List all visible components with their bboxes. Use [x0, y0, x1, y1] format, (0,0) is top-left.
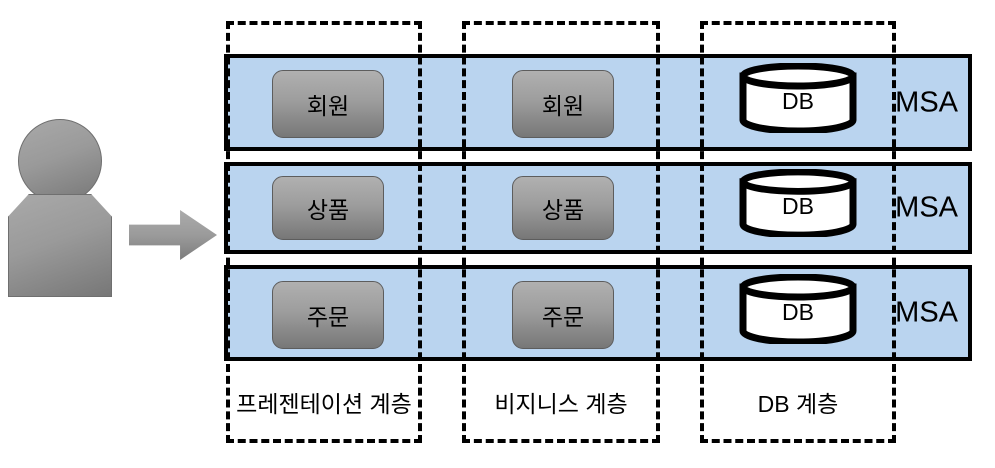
database-label: DB: [782, 193, 814, 219]
business-service-box[interactable]: 주문: [512, 281, 614, 349]
layer-caption-business: 비지니스 계층: [494, 391, 628, 417]
user-body-icon: [8, 194, 112, 297]
database-label: DB: [782, 299, 814, 325]
database-cylinder-icon: DB: [738, 274, 858, 344]
business-service-box[interactable]: 회원: [512, 70, 614, 138]
database-cylinder-icon: DB: [738, 169, 858, 237]
msa-label: MSA: [895, 191, 958, 224]
layer-caption-db: DB 계층: [757, 391, 839, 417]
presentation-service-box[interactable]: 상품: [272, 176, 384, 240]
msa-label: MSA: [895, 296, 958, 329]
presentation-service-box[interactable]: 주문: [272, 281, 384, 349]
msa-label: MSA: [895, 86, 958, 118]
database-cylinder-icon: DB: [738, 63, 858, 133]
layer-caption-presentation: 프레젠테이션 계층: [236, 391, 412, 417]
msa-row: 주문 주문 DB MSA: [224, 265, 972, 361]
presentation-service-box[interactable]: 회원: [272, 70, 384, 138]
msa-row: 상품 상품 DB MSA: [224, 162, 972, 254]
msa-row: 회원 회원 DB MSA: [224, 54, 972, 151]
database-label: DB: [782, 88, 814, 114]
business-service-box[interactable]: 상품: [512, 176, 614, 240]
right-arrow-icon: [129, 210, 217, 260]
user-head-icon: [18, 119, 102, 203]
